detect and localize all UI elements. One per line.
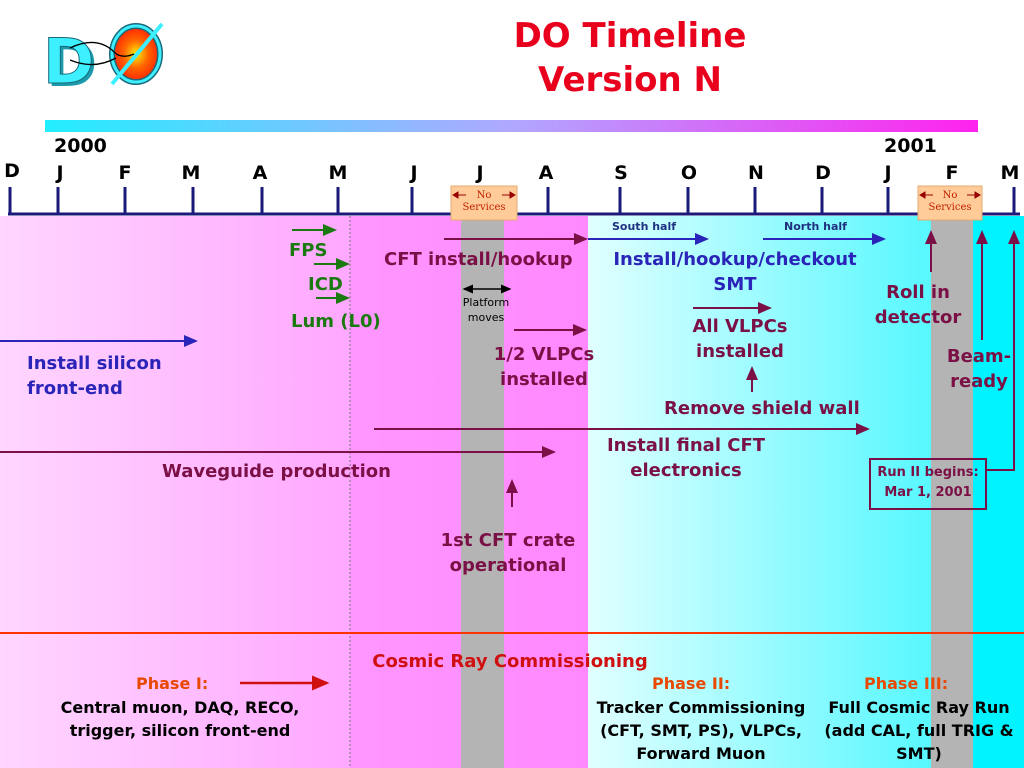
remove-shield-label: Remove shield wall	[664, 398, 860, 419]
year-start: 2000	[54, 135, 107, 157]
icd-label: ICD	[308, 274, 343, 295]
beam-ready-label: Beam-ready	[946, 346, 1012, 393]
install-silicon-label: Install silicon front-end	[27, 353, 162, 400]
year-end: 2001	[884, 135, 937, 157]
lum-label: Lum (L0)	[291, 311, 381, 332]
no-services-column-2	[931, 216, 973, 768]
phase1-title: Phase I:	[136, 674, 209, 693]
roll-in-label: Roll in detector	[874, 282, 962, 329]
month-label: J	[410, 162, 418, 184]
month-label: M	[1000, 162, 1020, 184]
no-services-label: No Services	[928, 190, 972, 213]
month-label: F	[118, 162, 132, 184]
month-label: A	[538, 162, 554, 184]
install-smt-label: Install/hookup/checkout SMT	[613, 249, 857, 296]
no-services-arrows	[452, 191, 981, 199]
month-label: O	[680, 162, 698, 184]
install-final-cft-label: Install final CFT electronics	[606, 435, 766, 482]
svg-text:D: D	[43, 25, 94, 98]
title-gradient-bar	[45, 120, 978, 132]
d0-logo-icon: D D	[43, 22, 164, 101]
page-title: DO Timeline	[513, 16, 747, 56]
run2-arrow	[985, 230, 1020, 471]
month-label: A	[252, 162, 268, 184]
month-label: D	[4, 160, 20, 182]
phase1-text: Central muon, DAQ, RECO, trigger, silico…	[60, 698, 300, 741]
no-services-box-2	[917, 185, 983, 221]
run2-box	[869, 458, 987, 510]
month-label: F	[945, 162, 959, 184]
phase3-title: Phase III:	[864, 674, 949, 693]
no-services-column-1	[461, 216, 504, 768]
no-services-label: No Services	[462, 190, 506, 213]
fps-label: FPS	[289, 240, 328, 261]
cyan-region-dark	[972, 216, 1024, 768]
month-label: S	[614, 162, 628, 184]
cft-install-label: CFT install/hookup	[384, 249, 573, 270]
all-vlpcs-label: All VLPCs installed	[692, 316, 788, 363]
month-label: M	[328, 162, 348, 184]
half-vlpcs-label: 1/2 VLPCs installed	[493, 344, 595, 391]
phase2-text: Tracker Commissioning (CFT, SMT, PS), VL…	[596, 698, 806, 764]
month-label: J	[476, 162, 484, 184]
north-half-label: North half	[784, 220, 847, 233]
month-label: J	[56, 162, 64, 184]
phase2-title: Phase II:	[652, 674, 731, 693]
first-cft-crate-label: 1st CFT crate operational	[440, 530, 576, 577]
month-label: J	[884, 162, 892, 184]
platform-moves-label: Platform moves	[462, 296, 510, 324]
run2-label: Run II begins: Mar 1, 2001	[877, 465, 979, 500]
month-label: N	[748, 162, 764, 184]
phase3-text: Full Cosmic Ray Run (add CAL, full TRIG …	[824, 698, 1014, 764]
no-services-box-1	[450, 185, 518, 221]
cosmic-ray-heading: Cosmic Ray Commissioning	[372, 651, 648, 672]
page-subtitle: Version N	[537, 60, 723, 100]
month-label: D	[815, 162, 831, 184]
waveguide-label: Waveguide production	[162, 461, 391, 482]
month-label: M	[181, 162, 201, 184]
south-half-label: South half	[612, 220, 677, 233]
